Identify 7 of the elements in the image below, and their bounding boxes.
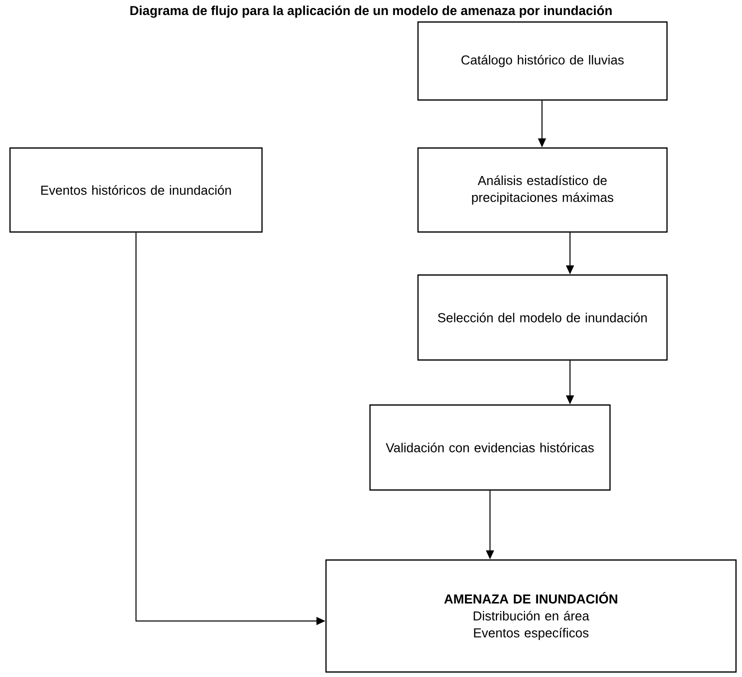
process-box: Catálogo histórico de lluvias bbox=[417, 21, 668, 101]
process-box: Validación con evidencias históricas bbox=[369, 404, 611, 491]
process-box: AMENAZA DE INUNDACIÓN Distribución en área Eventos específicos bbox=[325, 559, 737, 673]
process-box: Eventos históricos de inundación bbox=[9, 147, 263, 233]
title: Diagrama de flujo para la aplicación de un modelo de amenaza por inundación bbox=[130, 6, 612, 18]
process-box: Selección del modelo de inundación bbox=[417, 274, 668, 361]
process-box: Análisis estadístico de precipitaciones máximas bbox=[417, 147, 668, 233]
